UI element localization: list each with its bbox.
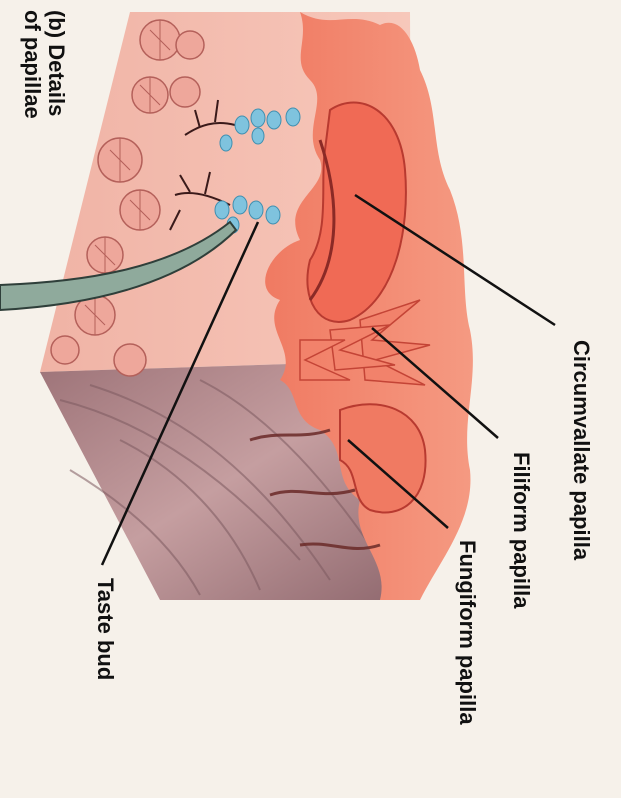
- caption-line-2: of papillae: [20, 10, 44, 119]
- figure-caption: (b) Details of papillae: [20, 10, 68, 119]
- label-taste-bud: Taste bud: [94, 578, 116, 680]
- label-fungiform-papilla: Fungiform papilla: [456, 540, 478, 725]
- label-filiform-papilla: Filiform papilla: [510, 452, 532, 608]
- label-circumvallate-papilla: Circumvallate papilla: [570, 340, 592, 560]
- caption-line-1: (b) Details: [44, 10, 68, 119]
